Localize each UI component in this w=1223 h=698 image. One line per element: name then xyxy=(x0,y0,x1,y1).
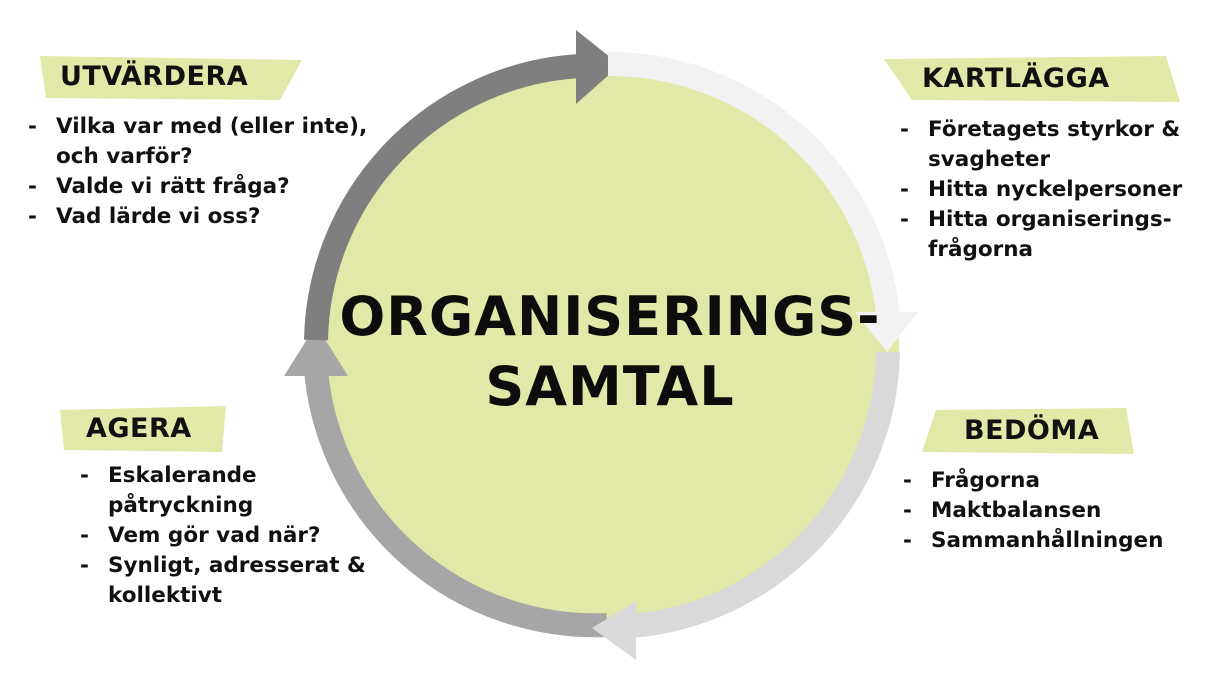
list-item: -Valde vi rätt fråga? xyxy=(28,174,290,199)
arrow-segment-top-right xyxy=(607,51,900,317)
center-title: ORGANISERINGS- SAMTAL xyxy=(330,282,890,422)
banner-bedoma-label: BEDÖMA xyxy=(964,415,1100,446)
list-item: -Vilka var med (eller inte), och varför? xyxy=(28,114,368,169)
list-item: -Sammanhållningen xyxy=(903,528,1164,553)
banner-utvardera: UTVÄRDERA xyxy=(40,54,302,100)
banner-agera-label: AGERA xyxy=(86,413,192,444)
arrow-head-bottom-right xyxy=(592,601,636,660)
list-bedoma: -Frågorna -Maktbalansen -Sammanhållninge… xyxy=(903,466,1203,556)
arrow-segment-bottom-left xyxy=(304,368,608,638)
list-item: -Företagets styrkor & svagheter xyxy=(900,117,1181,172)
list-agera: -Eskalerande påtryckning -Vem gör vad nä… xyxy=(80,461,370,611)
banner-kartlagga: KARTLÄGGA xyxy=(884,56,1180,102)
banner-bedoma-shape xyxy=(922,408,1134,454)
center-title-line-1: ORGANISERINGS- xyxy=(339,285,881,348)
list-item: -Eskalerande påtryckning xyxy=(80,463,257,518)
banner-kartlagga-label: KARTLÄGGA xyxy=(922,63,1110,94)
center-title-line-2: SAMTAL xyxy=(485,355,735,418)
list-item: -Hitta nyckelpersoner xyxy=(900,177,1183,202)
banner-utvardera-shape xyxy=(40,56,302,100)
list-item: -Vem gör vad när? xyxy=(80,523,321,548)
list-kartlagga: -Företagets styrkor & svagheter -Hitta n… xyxy=(900,115,1200,265)
list-utvardera: -Vilka var med (eller inte), och varför?… xyxy=(28,112,388,232)
arrow-head-top-left xyxy=(576,30,620,104)
banner-kartlagga-shape xyxy=(884,56,1180,102)
banner-agera-shape xyxy=(60,406,226,452)
center-circle xyxy=(325,63,899,637)
list-item: -Hitta organiserings-frågorna xyxy=(900,207,1172,262)
list-item: -Frågorna xyxy=(903,468,1041,493)
banner-bedoma: BEDÖMA xyxy=(922,408,1134,454)
arrow-segment-bottom-right xyxy=(630,351,900,638)
banner-agera: AGERA xyxy=(60,406,226,452)
banner-utvardera-label: UTVÄRDERA xyxy=(60,61,249,92)
list-item: -Synligt, adresserat & kollektivt xyxy=(80,553,366,608)
list-item: -Maktbalansen xyxy=(903,498,1102,523)
arrow-head-bottom-left xyxy=(284,325,348,376)
list-item: -Vad lärde vi oss? xyxy=(28,204,261,229)
arrow-segment-top-left xyxy=(304,54,581,341)
arrow-head-top-right xyxy=(855,312,918,352)
